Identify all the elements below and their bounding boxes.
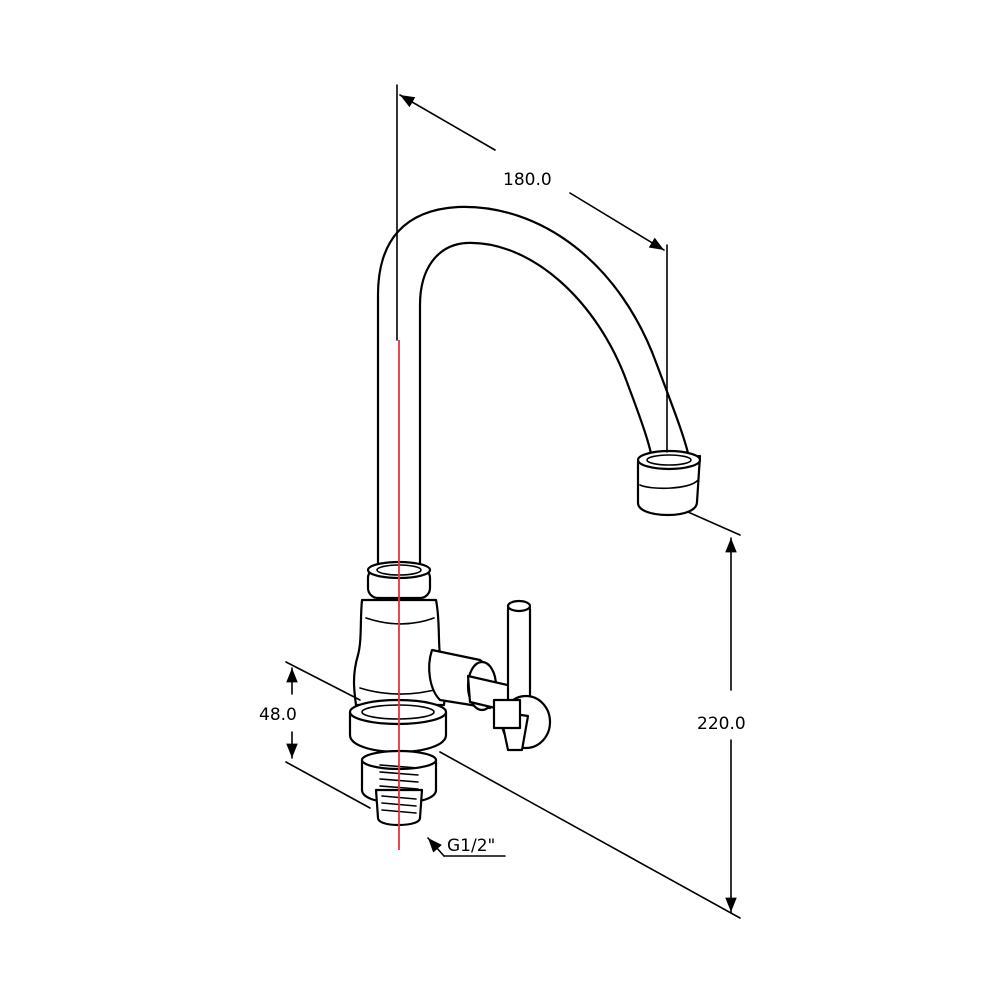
- thread-leader-line: [427, 837, 445, 857]
- dimension-lines: [285, 84, 741, 919]
- faucet-body: [348, 205, 702, 850]
- reach-dimension-line: [399, 94, 496, 151]
- spout-aerator: [636, 449, 702, 517]
- spout-inner-contour: [418, 241, 656, 572]
- thread-size-label: G1/2": [447, 836, 495, 856]
- reach-dimension-label: 180.0: [503, 170, 552, 190]
- base-height-dimension-label: 48.0: [259, 705, 297, 725]
- spout-height-dimension-label: 220.0: [697, 714, 746, 734]
- handle-housing: [428, 648, 514, 714]
- spout-outer-contour: [376, 205, 692, 572]
- base-flange: [348, 698, 448, 754]
- lever-handle: [492, 599, 552, 752]
